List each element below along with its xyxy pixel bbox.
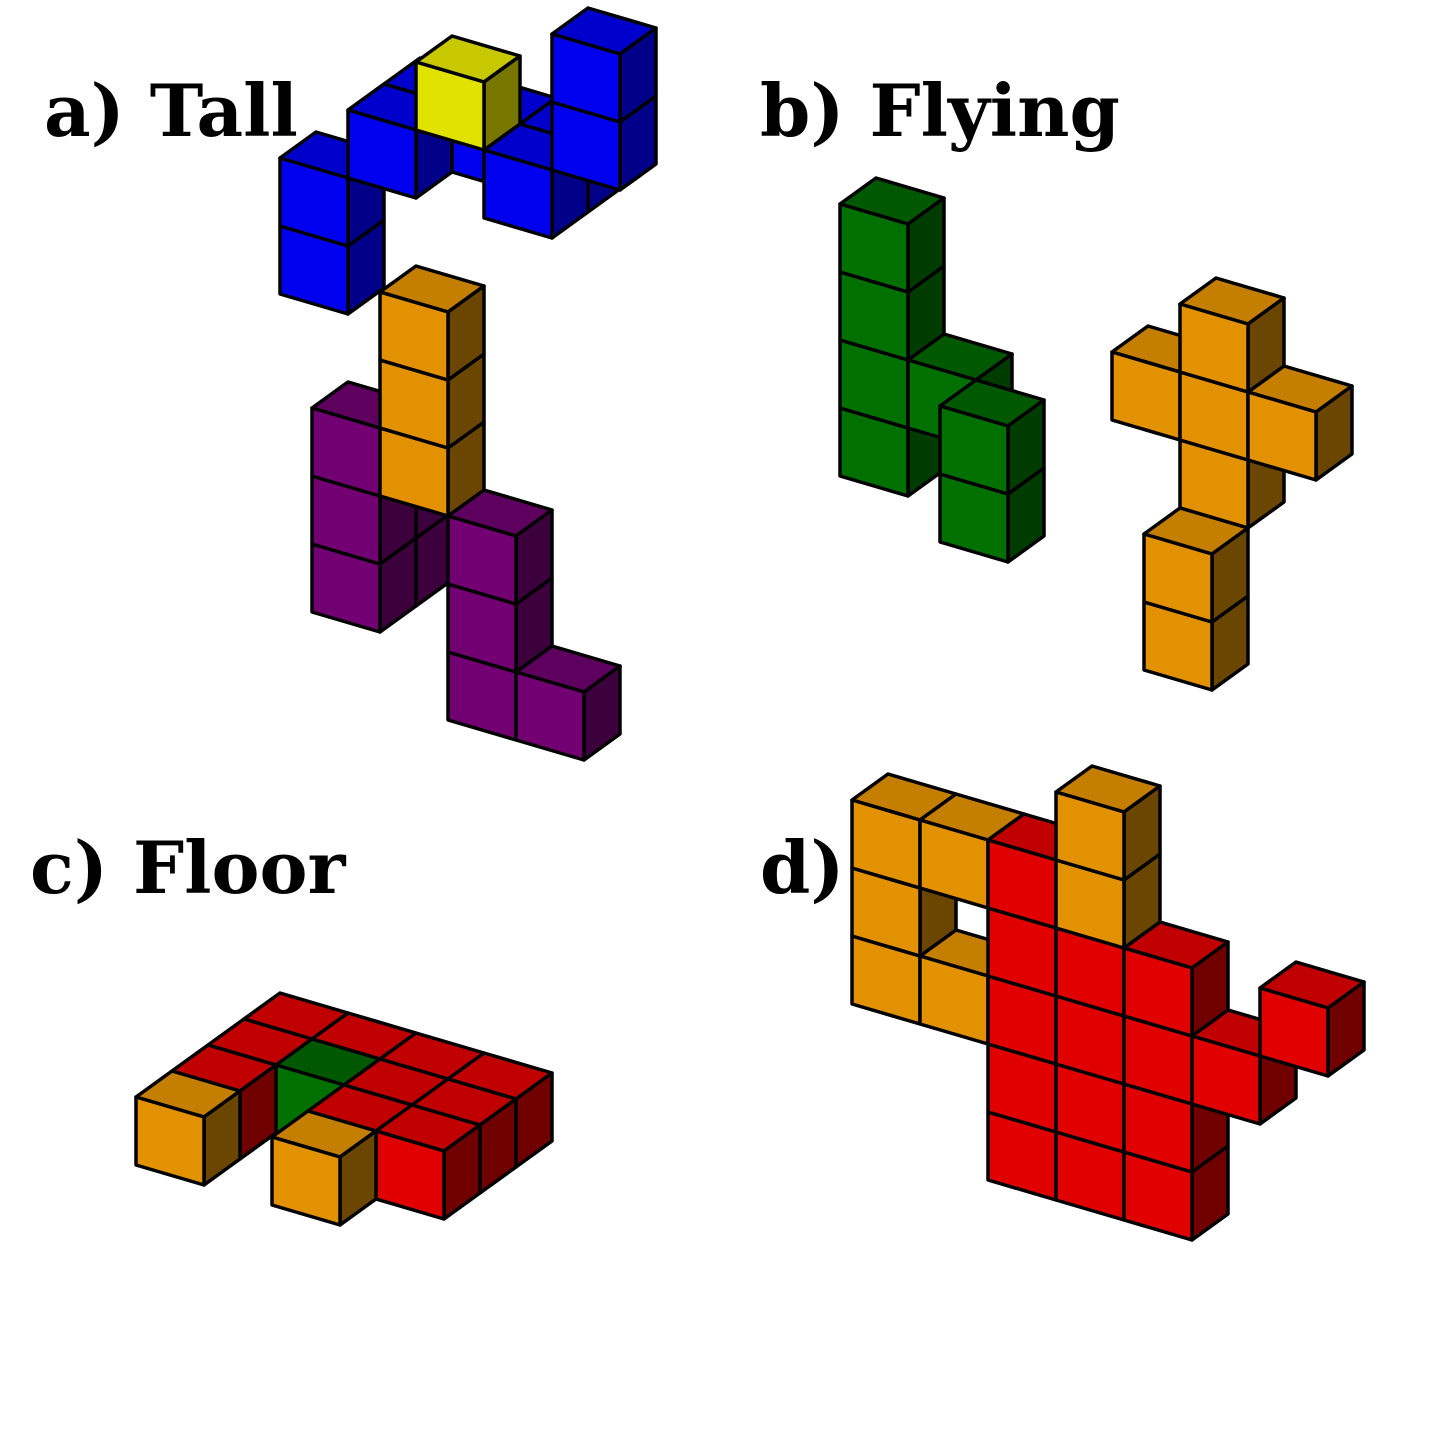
cube-purple [446, 576, 554, 674]
cube-red [1258, 960, 1366, 1078]
cube-front-face [514, 670, 586, 762]
cube-green [838, 176, 946, 294]
panel-flying-shape [838, 176, 1354, 692]
panel-tall-shape [278, 6, 658, 762]
panel-flat-shape [850, 764, 1366, 1242]
cube-orange [1054, 852, 1162, 950]
cube-green [938, 466, 1046, 564]
cube-front-face [838, 202, 910, 294]
cube-front-face [1246, 390, 1318, 482]
cube-orange [1246, 364, 1354, 482]
cube-blue [346, 82, 454, 200]
cube-yellow [414, 34, 522, 152]
cube-front-face [378, 290, 450, 382]
cube-orange [270, 1109, 378, 1227]
cube-orange [1142, 506, 1250, 624]
cube-purple [310, 536, 418, 634]
cube-front-face [446, 514, 518, 606]
cube-front-face [1258, 986, 1330, 1078]
cube-red [1122, 920, 1230, 1038]
cube-front-face [270, 1135, 342, 1227]
cube-orange [1178, 276, 1286, 394]
cube-purple [446, 488, 554, 606]
cube-front-face [414, 60, 486, 152]
cube-front-face [1142, 532, 1214, 624]
cube-orange [918, 792, 1026, 910]
cube-front-face [550, 32, 622, 124]
panel-title-floor: c) Floor [30, 825, 346, 910]
cube-front-face [1054, 790, 1126, 882]
cube-front-face [1122, 946, 1194, 1038]
cube-red [446, 1051, 554, 1169]
cube-orange [134, 1069, 242, 1187]
cube-orange [1142, 594, 1250, 692]
panel-title-flying: b) Flying [760, 68, 1120, 153]
cube-orange [378, 352, 486, 450]
cube-red [374, 1103, 482, 1221]
cube-blue [550, 6, 658, 124]
cube-front-face [134, 1095, 206, 1187]
cube-orange [1054, 764, 1162, 882]
cube-orange [378, 264, 486, 382]
panel-title-tall: a) Tall [44, 68, 298, 153]
cube-front-face [938, 404, 1010, 496]
cube-purple [514, 644, 622, 762]
cube-green [938, 378, 1046, 496]
cube-front-face [1178, 302, 1250, 394]
panel-floor-shape [134, 991, 554, 1227]
